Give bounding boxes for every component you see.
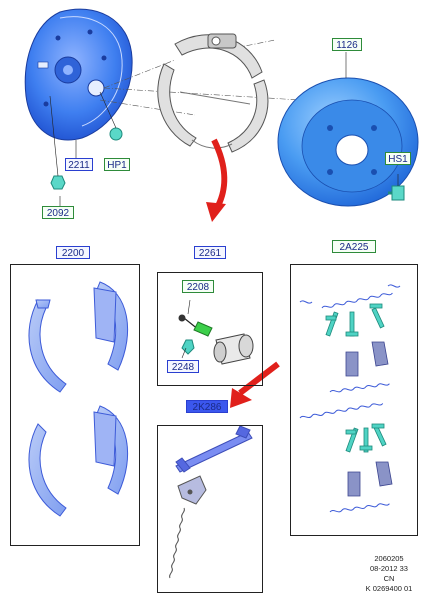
label-bleeder-kit: 2208	[182, 280, 214, 293]
backing-plate-part	[24, 8, 133, 141]
hole-plug-part	[99, 91, 123, 141]
shoe-set-parts	[28, 281, 129, 517]
label-bleeder: 2092	[42, 206, 74, 219]
red-arrow-diagonal	[230, 361, 280, 408]
leader-lines	[59, 52, 347, 206]
label-bleeder-cap: 2248	[167, 360, 199, 373]
doc-ref-line: 08-2012 33	[370, 564, 408, 573]
label-wheel-cylinder: 2261	[194, 246, 226, 259]
label-drum-screw: HS1	[385, 152, 411, 165]
label-backing-plate: 2211	[65, 158, 93, 171]
bleeder-part	[49, 95, 66, 190]
adjuster-kit-parts	[169, 425, 253, 579]
doc-ref-line: K 0269400 01	[365, 584, 413, 593]
label-drum: 1126	[332, 38, 362, 51]
label-hole-plug: HP1	[104, 158, 130, 171]
document-reference: 2060205 08-2012 33 CN K 0269400 01	[359, 554, 419, 594]
adjuster-kit-box	[157, 425, 263, 593]
doc-ref-line: CN	[383, 574, 395, 583]
spring-kit-box	[290, 264, 418, 536]
spring-kit-parts	[299, 284, 401, 513]
shoe-set-box	[10, 264, 140, 546]
red-arrow-down	[206, 138, 228, 222]
drum-screw-part	[388, 174, 405, 201]
wheel-cylinder-parts	[178, 299, 254, 365]
wheel-cylinder-box	[157, 272, 263, 386]
brake-shoe-assembly	[157, 33, 269, 153]
doc-ref-line: 2060205	[374, 554, 404, 563]
label-adjuster-kit: 2K286	[186, 400, 228, 413]
brake-drum-part	[277, 77, 419, 207]
label-spring-kit: 2A225	[332, 240, 376, 253]
label-shoe-set: 2200	[56, 246, 90, 259]
